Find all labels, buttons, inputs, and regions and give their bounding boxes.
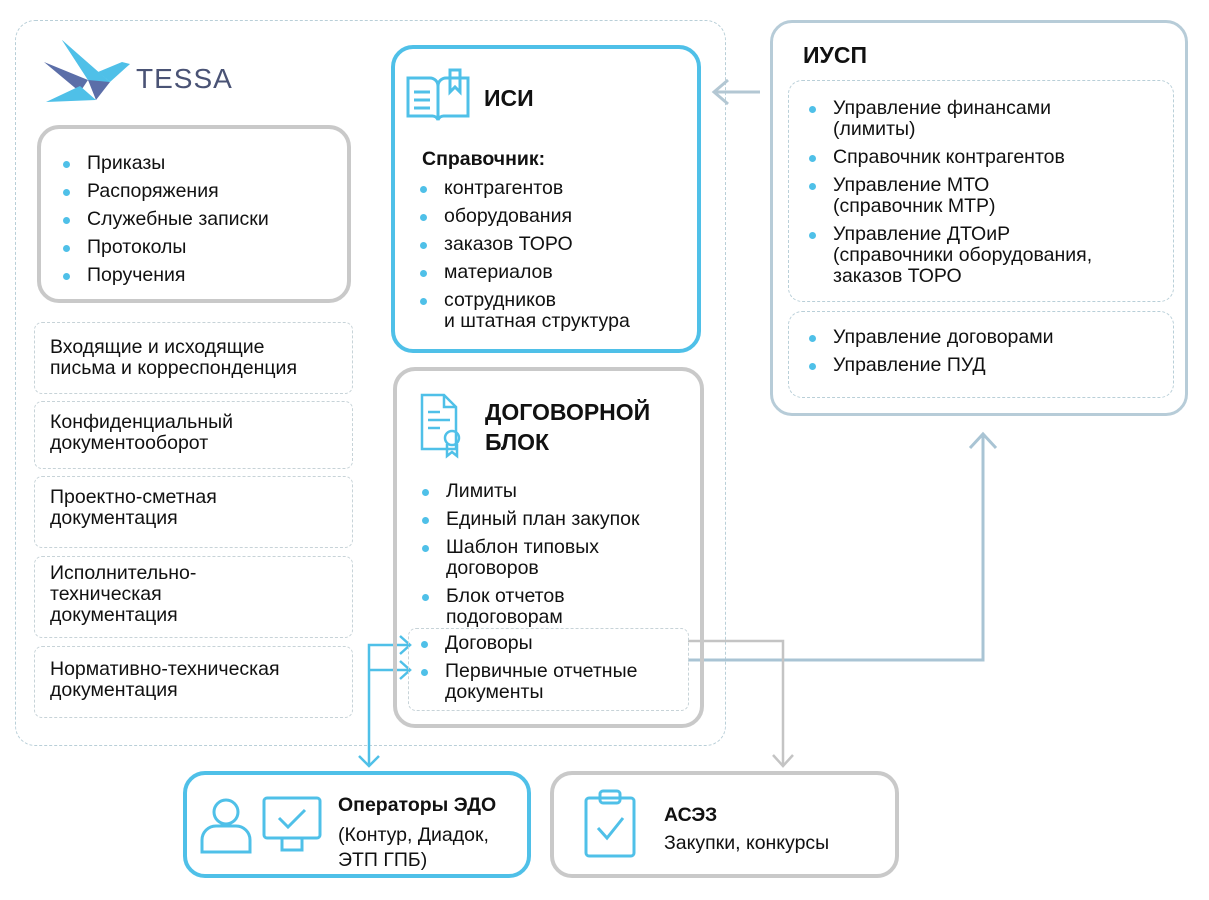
contracts-to-asez-arrow xyxy=(688,639,794,768)
edo-operators-box: Операторы ЭДО (Контур, Диадок, ЭТП ГПБ) xyxy=(183,771,531,878)
block-label: Конфиденциальный документооборот xyxy=(50,411,234,454)
book-icon xyxy=(406,68,470,121)
asez-title: АСЭЗ xyxy=(664,804,718,826)
list-item: контрагентов xyxy=(418,178,630,199)
tessa-block: Проектно-сметная документация xyxy=(34,476,353,548)
list-item: Управление МТО (справочник МТР) xyxy=(807,175,1092,217)
iusp-group-1: Управление финансами (лимиты) Справочник… xyxy=(788,80,1174,302)
list-item: Протоколы xyxy=(61,237,269,258)
list-item: материалов xyxy=(418,262,630,283)
list-item: Договоры xyxy=(419,633,637,654)
list-item: Управление ПУД xyxy=(807,355,1054,376)
tessa-logo-icon xyxy=(44,40,130,102)
list-item: Служебные записки xyxy=(61,209,269,230)
contracts-to-iusp-arrow xyxy=(688,431,998,662)
list-item: Единый план закупок xyxy=(420,509,640,530)
isi-list: контрагентов оборудования заказов ТОРО м… xyxy=(418,178,630,339)
tessa-main-list: Приказы Распоряжения Служебные записки П… xyxy=(61,153,269,293)
isi-subtitle: Справочник: xyxy=(422,148,546,170)
asez-box: АСЭЗ Закупки, конкурсы xyxy=(550,771,899,878)
list-item: Управление ДТОиР (справочники оборудован… xyxy=(807,224,1092,287)
contracts-highlight-list: Договоры Первичные отчетные документы xyxy=(419,633,637,710)
block-label: Входящие и исходящие письма и корреспонд… xyxy=(50,336,298,379)
tessa-block: Входящие и исходящие письма и корреспонд… xyxy=(34,322,353,394)
edo-description: (Контур, Диадок, ЭТП ГПБ) xyxy=(338,824,489,871)
iusp-list-1: Управление финансами (лимиты) Справочник… xyxy=(807,98,1092,294)
iusp-group-2: Управление договорами Управление ПУД xyxy=(788,311,1174,398)
asez-description: Закупки, конкурсы xyxy=(664,832,830,854)
list-item: Блок отчетов подоговорам xyxy=(420,586,640,628)
person-icon xyxy=(200,798,252,854)
iusp-list-2: Управление договорами Управление ПУД xyxy=(807,327,1054,383)
list-item: Первичные отчетные документы xyxy=(419,661,637,703)
isi-title: ИСИ xyxy=(484,85,534,111)
contract-block-title: ДОГОВОРНОЙ БЛОК xyxy=(485,399,651,455)
list-item: Поручения xyxy=(61,265,269,286)
list-item: Управление финансами (лимиты) xyxy=(807,98,1092,140)
list-item: Приказы xyxy=(61,153,269,174)
block-label: Проектно-сметная документация xyxy=(50,486,217,529)
list-item: Шаблон типовых договоров xyxy=(420,537,640,579)
tessa-block: Нормативно-техническая документация xyxy=(34,646,353,718)
isi-box: ИСИ Справочник: контрагентов оборудовани… xyxy=(391,45,701,353)
list-item: Лимиты xyxy=(420,481,640,502)
list-item: Справочник контрагентов xyxy=(807,147,1092,168)
contracts-highlight-box: Договоры Первичные отчетные документы xyxy=(408,628,689,711)
list-item: Распоряжения xyxy=(61,181,269,202)
list-item: сотрудников и штатная структура xyxy=(418,290,630,332)
tessa-container xyxy=(15,20,726,746)
list-item: оборудования xyxy=(418,206,630,227)
monitor-icon xyxy=(262,796,322,852)
tessa-block: Конфиденциальный документооборот xyxy=(34,401,353,469)
tessa-main-box: Приказы Распоряжения Служебные записки П… xyxy=(37,125,351,303)
block-label: Исполнительно- техническая документация xyxy=(50,562,197,626)
list-item: заказов ТОРО xyxy=(418,234,630,255)
contract-block-box: ДОГОВОРНОЙ БЛОК Лимиты Единый план закуп… xyxy=(393,367,704,728)
iusp-title: ИУСП xyxy=(803,42,867,68)
clipboard-icon xyxy=(584,789,636,858)
tessa-logo-text: TESSA xyxy=(136,63,233,94)
block-label: Нормативно-техническая документация xyxy=(50,658,280,701)
edo-title: Операторы ЭДО xyxy=(338,794,497,816)
iusp-box: ИУСП Управление финансами (лимиты) Справ… xyxy=(770,20,1188,416)
list-item: Управление договорами xyxy=(807,327,1054,348)
contract-list: Лимиты Единый план закупок Шаблон типовы… xyxy=(420,481,640,635)
iusp-to-isi-arrow xyxy=(711,78,760,106)
tessa-block: Исполнительно- техническая документация xyxy=(34,556,353,638)
contract-document-icon xyxy=(420,393,461,459)
